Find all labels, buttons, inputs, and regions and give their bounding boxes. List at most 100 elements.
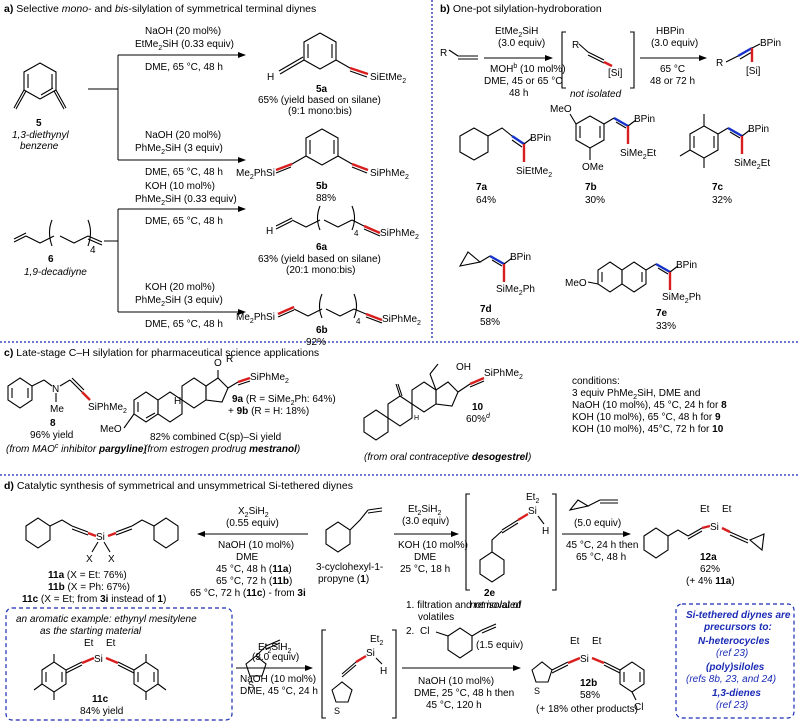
conditions-c-line2: NaOH (10 mol%), 45 °C, 24 h for 8: [572, 400, 727, 411]
section-d: d) Catalytic synthesis of symmetrical an…: [4, 480, 795, 721]
intermediate-t-h: H: [380, 666, 387, 677]
product-12b-other: (+ 18% other products): [536, 704, 638, 715]
product-7a: BPin SiEtMe2 7a 64%: [459, 127, 552, 206]
compound-5-name-2: benzene: [20, 141, 59, 152]
int-b-r: R: [572, 40, 579, 51]
cond-6a-silane: PhMe2SiH (0.33 equiv): [135, 194, 237, 207]
cond-t-equiv: (3.0 equiv): [252, 652, 299, 663]
cond-12b-equiv: (1.5 equiv): [476, 640, 523, 651]
product-5a: H SiEtMe2 5a 65% (yield based on silane)…: [258, 32, 406, 117]
compound-6-number: 6: [48, 254, 54, 265]
section-a-heading: a) Selective mono- and bis-silylation of…: [4, 3, 316, 15]
product-12b-et1: Et: [570, 636, 580, 647]
product-9-combined-yield: 82% combined C(sp)–Si yield: [150, 432, 281, 443]
cond-b2-reagent: HBPin: [656, 26, 684, 37]
product-12b: S Si Et Et Cl 12b 58% (+ 18% other produ…: [531, 636, 645, 715]
cond-6b-silane: PhMe2SiH (3 equiv): [135, 295, 223, 308]
product-6b-si-right: SiPhMe2: [382, 314, 421, 327]
cond-11-base: NaOH (10 mol%): [218, 540, 294, 551]
intermediate-2e-h: H: [542, 526, 549, 537]
cond-2e-solvent: DME: [414, 552, 437, 563]
product-11c-si: Si: [94, 654, 103, 665]
cond-11a: 45 °C, 48 h (11a): [216, 564, 292, 575]
section-c-heading: c) Late-stage C–H silylation for pharmac…: [4, 347, 319, 359]
cond-b2-equiv: (3.0 equiv): [651, 38, 698, 49]
cond-5b-silane: PhMe2SiH (3 equiv): [135, 143, 223, 156]
compound-5-name-1: 1,3-diethynyl: [12, 130, 69, 141]
product-10-number: 10: [472, 402, 484, 413]
product-7a-number: 7a: [476, 182, 488, 193]
precursors-dienes: 1,3-dienes: [712, 688, 761, 699]
product-7e: MeO BPin SiMe2Ph 7e 33%: [565, 260, 701, 332]
compound-6-subscript: 4: [90, 245, 96, 256]
section-b-heading: b) One-pot silylation-hydroboration: [440, 3, 602, 15]
product-7a-yield: 64%: [476, 195, 496, 206]
product-12a-et1: Et: [700, 504, 710, 515]
product-12b-et2: Et: [592, 636, 602, 647]
product-7d-number: 7d: [480, 304, 492, 315]
cond-6a-base: KOH (10 mol%): [145, 181, 215, 192]
cond-12b-step1: 1. filtration and removal of: [406, 600, 521, 611]
product-7b-ome1: MeO: [550, 104, 572, 115]
cond-6b-base: KOH (20 mol%): [145, 282, 215, 293]
product-6b: Me2PhSi 4 SiPhMe2 6b: [236, 293, 421, 336]
cond-12b-temp1: DME, 25 °C, 48 h then: [414, 688, 514, 699]
conditions-c-line3: KOH (10 mol%), 65 °C, 48 h for 9: [572, 412, 721, 423]
product-9-source: (from estrogen prodrug mestranol): [144, 444, 300, 455]
product-6a-si: SiPhMe2: [380, 228, 419, 241]
cond-12a-step1: 45 °C, 24 h then: [566, 540, 638, 551]
intermediate-t-si: Si: [366, 648, 375, 659]
intermediate-2e-note: not isolated: [470, 600, 522, 611]
cond-12a-equiv: (5.0 equiv): [574, 518, 621, 529]
product-12a-yield: 62%: [700, 564, 720, 575]
prod-b-si: [Si]: [746, 66, 761, 77]
cond-b2-temp: 65 °C: [660, 64, 685, 75]
product-8-si: SiPhMe2: [88, 402, 127, 415]
product-12a-et2: Et: [722, 504, 732, 515]
product-12a-other: (+ 4% 11a): [686, 576, 735, 587]
product-8-number: 8: [50, 418, 56, 429]
product-5a-si: SiEtMe2: [370, 72, 406, 85]
cond-12b-cl: Cl: [420, 626, 429, 637]
product-12b-number: 12b: [580, 678, 597, 689]
prod-b-bpin: BPin: [760, 38, 781, 49]
cond-2e-temp: 25 °C, 18 h: [400, 564, 450, 575]
product-6b-number: 6b: [316, 325, 328, 336]
cond-6a-solvent: DME, 65 °C, 48 h: [145, 216, 223, 227]
cond-11-equiv: (0.55 equiv): [226, 518, 279, 529]
product-12b-yield: 58%: [580, 690, 600, 701]
product-7d-si: SiMe2Ph: [496, 284, 535, 297]
product-9-r: R: [226, 354, 233, 365]
cond-2e-equiv: (3.0 equiv): [402, 516, 449, 527]
precursors-siloles-ref: (refs 8b, 23, and 24): [686, 674, 776, 685]
product-12b-cl: Cl: [634, 702, 643, 713]
product-7c-yield: 32%: [712, 195, 732, 206]
compound-6: 4 6 1,9-decadiyne: [13, 219, 103, 278]
aromatic-example-caption-1: an aromatic example: ethynyl mesitylene: [16, 614, 197, 625]
precursors-dienes-ref: (ref 23): [716, 700, 748, 711]
product-11b-label: 11b (X = Ph: 67%): [48, 582, 130, 593]
conditions-c-line1: 3 equiv PhMe2SiH, DME and: [572, 388, 700, 401]
intermediate-2e-number: 2e: [484, 588, 496, 599]
product-10-yield: 60%d: [466, 413, 491, 425]
scheme-b-sm-r: R: [440, 48, 447, 59]
product-7b-ome2: OMe: [582, 162, 604, 173]
product-7c: BPin SiMe2Et 7c 32%: [679, 114, 770, 206]
cond-2e-base: KOH (10 mol%): [398, 540, 468, 551]
product-7c-number: 7c: [712, 182, 724, 193]
product-6a-subscript: 4: [354, 229, 359, 238]
cond-5b-base: NaOH (20 mol%): [145, 130, 221, 141]
product-5b: Me2PhSi SiPhMe2 5b 88%: [236, 128, 409, 204]
precursors-box: [675, 603, 795, 719]
precursors-box-title-1: Si-tethered diynes are: [686, 610, 791, 621]
product-7a-si: SiEtMe2: [516, 166, 552, 179]
compound-1: 3-cyclohexyl-1- propyne (1): [316, 507, 383, 585]
product-12a-number: 12a: [700, 552, 717, 563]
product-9-o: O: [214, 358, 222, 369]
product-12b-s: S: [534, 686, 540, 696]
product-7c-bpin: BPin: [748, 124, 769, 135]
product-8: N Me SiPhMe2 8 96% yield (from MAOc inhi…: [6, 377, 147, 455]
product-7b-yield: 30%: [585, 195, 605, 206]
compound-thiophene-alkyne: S: [245, 639, 281, 690]
aromatic-example-box: [5, 607, 233, 721]
